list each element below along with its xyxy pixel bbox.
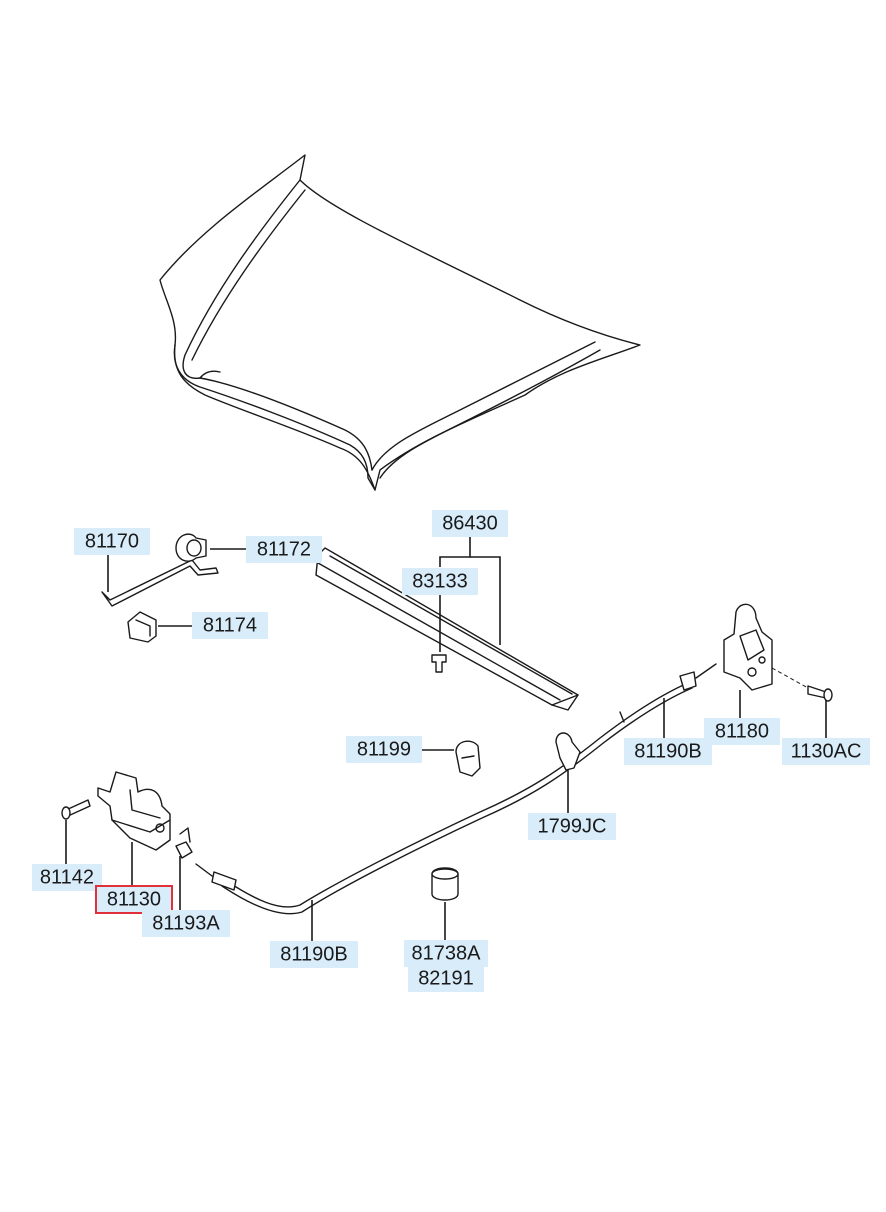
cable-clip-1799jc-drawing	[555, 732, 581, 771]
cap-81738a-drawing	[431, 867, 459, 901]
label-83133-text: 83133	[412, 570, 468, 592]
label-81170-text: 81170	[85, 530, 139, 552]
label-81180-text: 81180	[715, 720, 769, 742]
label-81130[interactable]: 81130	[95, 885, 173, 914]
label-82191[interactable]: 82191	[408, 965, 484, 992]
label-81738a[interactable]: 81738A	[404, 940, 488, 967]
label-81190b-top[interactable]: 81190B	[624, 738, 712, 765]
label-86430-text: 86430	[442, 512, 498, 534]
hood-stay-rod-drawing	[101, 559, 219, 607]
label-81738a-text: 81738A	[412, 942, 482, 964]
clip-81199-drawing	[455, 740, 481, 777]
label-1130ac-text: 1130AC	[791, 740, 862, 762]
label-81199[interactable]: 81199	[346, 736, 422, 763]
label-1799jc[interactable]: 1799JC	[528, 813, 616, 840]
label-81199-text: 81199	[357, 738, 411, 760]
stay-rod-grommet-drawing	[175, 533, 207, 562]
label-81142-text: 81142	[40, 866, 94, 888]
label-81172[interactable]: 81172	[246, 536, 322, 563]
label-81174-text: 81174	[203, 614, 257, 636]
release-cable-drawing	[195, 663, 717, 915]
bolt-81142-drawing	[61, 799, 91, 820]
hood-panel-drawing	[159, 154, 641, 491]
hood-weatherstrip-drawing	[315, 547, 579, 711]
selected-part-highlight	[95, 885, 173, 914]
label-81190b-bottom[interactable]: 81190B	[270, 941, 358, 968]
clip-83133-drawing	[431, 654, 447, 673]
release-handle-drawing	[97, 771, 171, 851]
label-81174[interactable]: 81174	[192, 612, 268, 639]
label-81170[interactable]: 81170	[74, 528, 150, 555]
leader-lines	[65, 536, 827, 941]
label-1130ac[interactable]: 1130AC	[782, 738, 870, 765]
label-83133[interactable]: 83133	[402, 568, 478, 595]
part-81193a-drawing	[175, 827, 193, 859]
label-81190b-bottom-text: 81190B	[280, 943, 347, 965]
label-81142[interactable]: 81142	[32, 864, 102, 891]
label-86430[interactable]: 86430	[432, 510, 508, 537]
label-81193a[interactable]: 81193A	[142, 910, 230, 937]
label-81172-text: 81172	[257, 538, 311, 560]
label-81190b-top-text: 81190B	[634, 740, 701, 762]
label-81130-text: 81130	[107, 888, 161, 910]
label-82191-text: 82191	[418, 967, 474, 989]
label-1799jc-text: 1799JC	[538, 815, 607, 837]
bolt-1130ac-drawing	[771, 667, 833, 702]
label-81180[interactable]: 81180	[704, 718, 780, 745]
hood-latch-drawing	[723, 603, 773, 691]
stay-rod-holder-drawing	[127, 611, 157, 643]
part-labels: 81170 81172 81174 86430 83133 81180 8119…	[32, 510, 870, 992]
label-81193a-text: 81193A	[152, 912, 220, 934]
